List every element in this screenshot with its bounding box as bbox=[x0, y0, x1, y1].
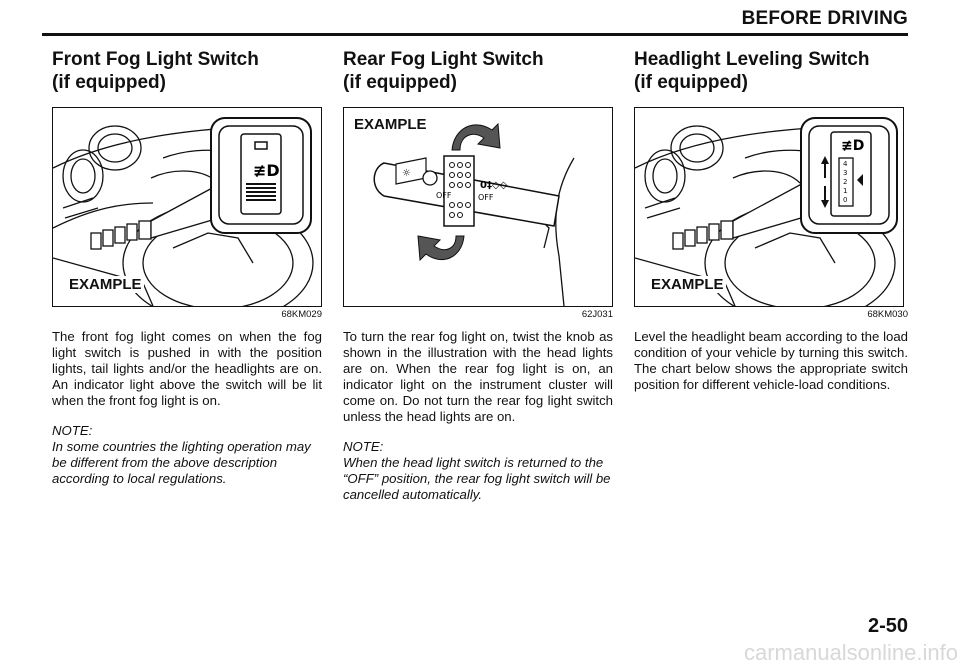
section-body: The front fog light comes on when the fo… bbox=[52, 329, 322, 408]
dial-mark-0: 0 bbox=[843, 196, 847, 204]
heading-line2: (if equipped) bbox=[634, 72, 748, 93]
svg-text:☼: ☼ bbox=[402, 168, 411, 179]
figure-code: 62J031 bbox=[581, 309, 613, 320]
front-fog-illustration: ≢D EXAMPLE bbox=[52, 107, 322, 307]
rear-fog-illustration: EXAMPLE ☼ OFF OFF 0‡◇◇ bbox=[343, 107, 613, 307]
section-body: Level the headlight beam according to th… bbox=[634, 329, 908, 392]
section-headlight-leveling: Headlight Leveling Switch (if equipped) bbox=[634, 48, 908, 393]
section-rear-fog: Rear Fog Light Switch (if equipped) EXAM… bbox=[343, 48, 613, 503]
note-text: In some countries the lighting operation… bbox=[52, 439, 311, 486]
rotate-arrow-down-icon bbox=[417, 235, 465, 262]
rotate-arrow-up-icon bbox=[451, 122, 501, 151]
off-label-2: OFF bbox=[478, 193, 494, 202]
figure-code: 68KM029 bbox=[281, 309, 322, 320]
figure-code: 68KM030 bbox=[867, 309, 908, 320]
figure-example-label: EXAMPLE bbox=[67, 276, 144, 293]
section-heading: Headlight Leveling Switch (if equipped) bbox=[634, 48, 908, 94]
dial-mark-3: 3 bbox=[843, 169, 847, 177]
dial-mark-2: 2 bbox=[843, 178, 847, 186]
heading-line2: (if equipped) bbox=[343, 72, 457, 93]
dashboard-drawing: ≢D 4 3 2 1 0 bbox=[635, 117, 898, 306]
header-title: BEFORE DRIVING bbox=[741, 8, 908, 29]
off-label-1: OFF bbox=[436, 191, 452, 200]
heading-line1: Headlight Leveling Switch bbox=[634, 49, 870, 70]
pointer-arrow-icon bbox=[857, 174, 863, 186]
up-down-arrow-icon bbox=[821, 156, 829, 208]
section-front-fog: Front Fog Light Switch (if equipped) bbox=[52, 48, 322, 487]
watermark: carmanualsonline.info bbox=[743, 640, 958, 665]
svg-text:0‡◇◇: 0‡◇◇ bbox=[480, 180, 508, 191]
section-heading: Front Fog Light Switch (if equipped) bbox=[52, 48, 322, 94]
section-note: NOTE: When the head light switch is retu… bbox=[343, 439, 613, 503]
heading-line2: (if equipped) bbox=[52, 72, 166, 93]
dashboard-drawing: ≢D bbox=[53, 117, 314, 306]
svg-text:≢D: ≢D bbox=[253, 161, 280, 180]
svg-text:≢D: ≢D bbox=[841, 138, 864, 154]
section-heading: Rear Fog Light Switch (if equipped) bbox=[343, 48, 613, 94]
stalk-drawing: ☼ OFF OFF 0‡◇◇ bbox=[373, 122, 575, 306]
note-label: NOTE: bbox=[343, 439, 384, 454]
section-body: To turn the rear fog light on, twist the… bbox=[343, 329, 613, 424]
figure-example-label: EXAMPLE bbox=[352, 116, 429, 133]
note-label: NOTE: bbox=[52, 423, 93, 438]
note-text: When the head light switch is returned t… bbox=[343, 455, 611, 502]
header-rule bbox=[42, 33, 908, 36]
section-note: NOTE: In some countries the lighting ope… bbox=[52, 423, 322, 487]
heading-line1: Front Fog Light Switch bbox=[52, 49, 259, 70]
figure-example-label: EXAMPLE bbox=[649, 276, 726, 293]
headlight-leveling-illustration: ≢D 4 3 2 1 0 EXAMPLE bbox=[634, 107, 904, 307]
dial-mark-1: 1 bbox=[843, 187, 847, 195]
dial-mark-4: 4 bbox=[843, 160, 848, 168]
heading-line1: Rear Fog Light Switch bbox=[343, 49, 544, 70]
page-number: 2-50 bbox=[867, 615, 908, 637]
